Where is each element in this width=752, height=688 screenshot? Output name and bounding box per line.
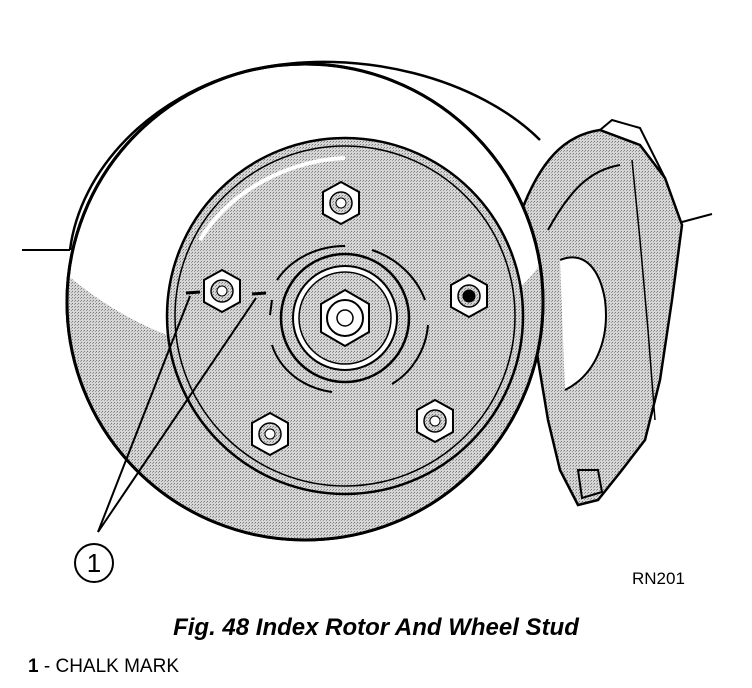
callout-1: 1 [74, 543, 114, 583]
callout-leader-lines [97, 295, 257, 533]
lug-nut-top [322, 180, 360, 226]
rotor-illustration: 1 RN201 [22, 60, 713, 588]
callout-number: 1 [87, 548, 101, 578]
legend-label: CHALK MARK [55, 656, 179, 677]
wheel-hub [279, 252, 411, 384]
lug-nut-bottom-right [416, 398, 454, 444]
figure-caption: Fig. 48 Index Rotor And Wheel Stud [173, 614, 579, 641]
chalk-mark [185, 290, 267, 296]
hub-ring [269, 245, 429, 393]
lug-nut-bottom-left [251, 411, 289, 457]
legend-item: 1 - CHALK MARK [28, 656, 179, 678]
legend-separator: - [38, 656, 56, 677]
figure-id: RN201 [632, 569, 685, 588]
lug-nut-left [203, 268, 241, 314]
legend-number: 1 [28, 656, 39, 677]
lug-nut-right [450, 273, 488, 319]
brake-caliper [518, 118, 713, 507]
